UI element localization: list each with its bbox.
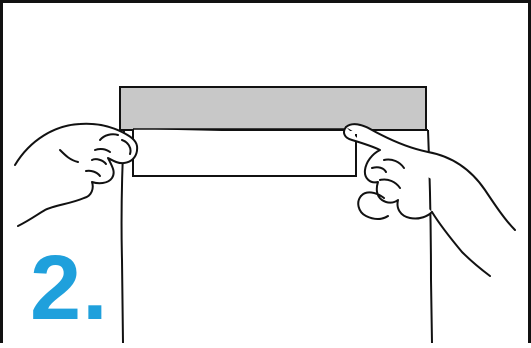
- release-liner: [133, 129, 356, 176]
- adhesive-strip-icon: [120, 87, 426, 130]
- step-number: 2.: [30, 238, 109, 338]
- left-hand-icon: [15, 124, 137, 226]
